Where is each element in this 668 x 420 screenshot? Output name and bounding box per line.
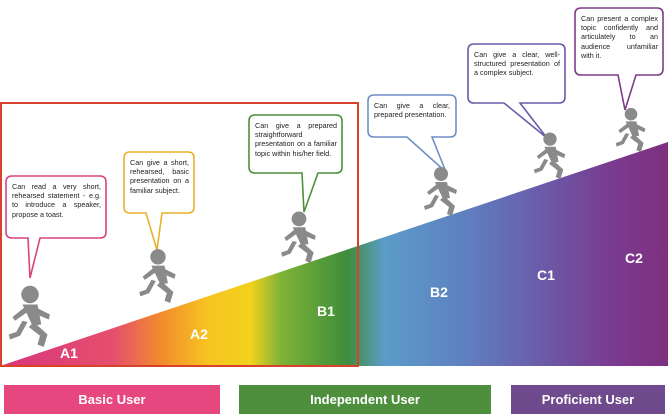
runner-a1-icon xyxy=(8,285,50,347)
descriptor-c1: Can give a clear, well-structured presen… xyxy=(474,50,560,78)
level-label-b1: B1 xyxy=(317,303,335,319)
runner-b2-icon xyxy=(424,167,457,216)
level-label-a2: A2 xyxy=(190,326,208,342)
descriptor-a1: Can read a very short, rehearsed stateme… xyxy=(12,182,101,219)
proficiency-ramp xyxy=(0,142,668,366)
speech-bubble-a2 xyxy=(123,151,195,251)
runner-c2-icon xyxy=(615,107,646,152)
level-label-a1: A1 xyxy=(60,345,78,361)
speech-bubble-b2 xyxy=(367,94,457,173)
runner-b1-icon xyxy=(281,211,316,263)
runner-c1-icon xyxy=(533,132,566,179)
band-basic-user: Basic User xyxy=(4,385,220,414)
level-label-c1: C1 xyxy=(537,267,555,283)
descriptor-b1: Can give a prepared straightforward pres… xyxy=(255,121,337,158)
speech-bubble-a1 xyxy=(5,175,107,279)
band-proficient-user: Proficient User xyxy=(511,385,665,414)
speech-bubble-c1 xyxy=(467,43,566,139)
runner-a2-icon xyxy=(139,249,176,303)
band-independent-user: Independent User xyxy=(239,385,491,414)
speech-bubble-b1 xyxy=(248,114,343,213)
descriptor-a2: Can give a short, rehearsed, basic prese… xyxy=(130,158,189,195)
descriptor-c2: Can present a complex topic confidently … xyxy=(581,14,658,60)
highlight-frame xyxy=(0,102,359,367)
speech-bubble-c2 xyxy=(574,7,664,111)
level-label-b2: B2 xyxy=(430,284,448,300)
descriptor-b2: Can give a clear, prepared presentation. xyxy=(374,101,450,120)
level-label-c2: C2 xyxy=(625,250,643,266)
